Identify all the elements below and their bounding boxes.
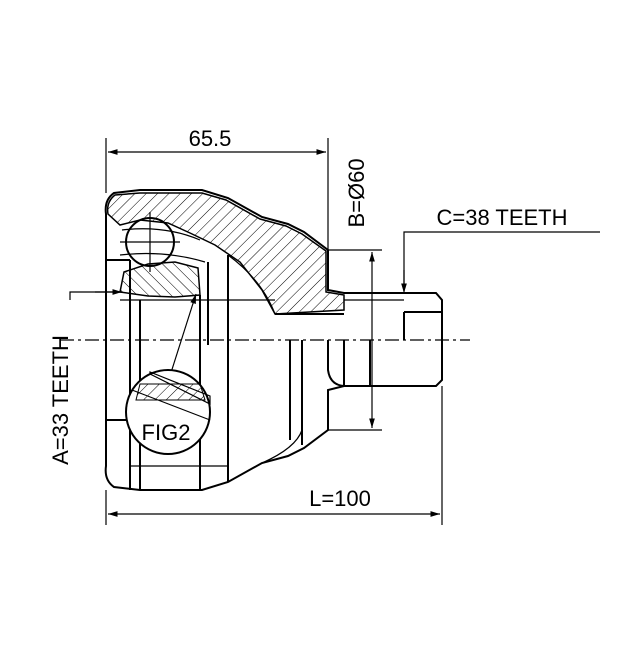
housing-section-hatch xyxy=(106,192,345,315)
label-outer-spline: C=38 TEETH xyxy=(436,205,567,230)
fig2-leader xyxy=(167,293,197,383)
dim-overall-length: L=100 xyxy=(309,486,371,511)
bell-housing-outline xyxy=(104,189,443,491)
dim-diameter: B=Ø60 xyxy=(344,158,369,227)
inner-race-arc-upper xyxy=(121,228,201,241)
fig2-hatch xyxy=(135,383,206,401)
neck-fillet xyxy=(327,340,345,387)
leader-inner-spline xyxy=(69,291,122,300)
fig2-label: FIG2 xyxy=(142,420,191,445)
dim-bell-length: 65.5 xyxy=(189,126,232,151)
cage-section-hatch xyxy=(119,261,201,298)
inner-race-arc-top xyxy=(119,252,206,263)
transition-curve-top xyxy=(227,254,276,315)
label-inner-spline: A=33 TEETH xyxy=(48,335,73,465)
transition-curve-bottom xyxy=(261,429,303,464)
leader-outer-spline xyxy=(403,231,600,291)
